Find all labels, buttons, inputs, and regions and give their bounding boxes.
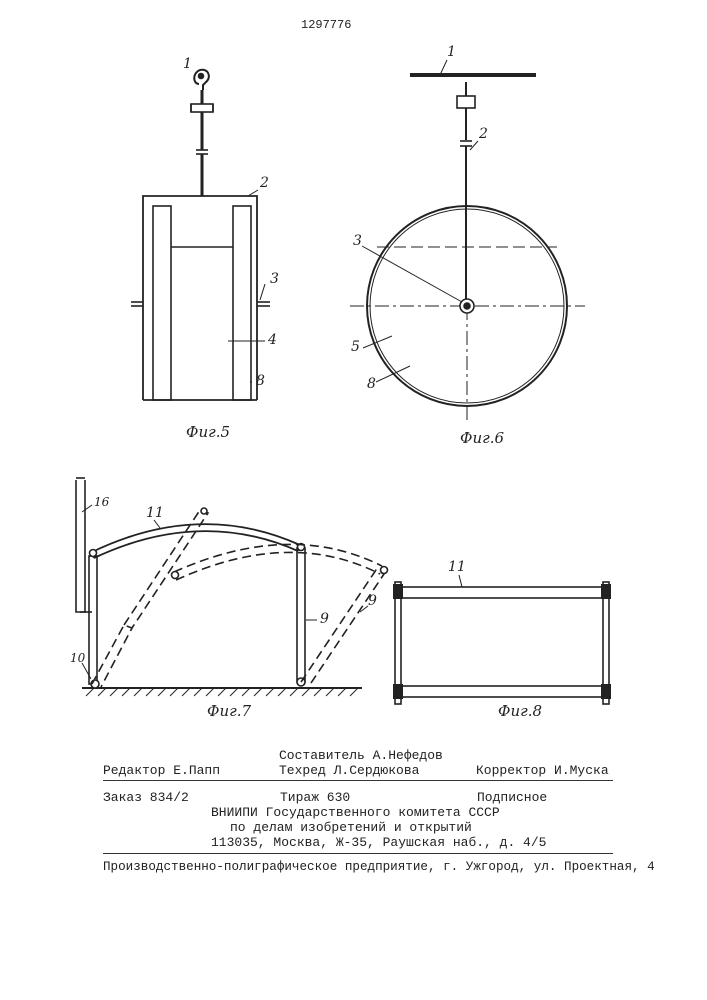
fig6-caption: Фиг.6 [460, 431, 504, 446]
imprint-top-rule [103, 780, 613, 781]
imprint-bottom-rule [103, 853, 613, 854]
imprint-compiler: Составитель А.Нефедов [279, 748, 443, 763]
fig6-label-3: 3 [353, 234, 362, 249]
imprint-editor: Редактор Е.Папп [103, 763, 220, 778]
fig6-label-1: 1 [447, 45, 456, 60]
fig7-label-10: 10 [70, 651, 85, 666]
fig5-label-2: 2 [260, 176, 269, 191]
fig7-caption: Фиг.7 [207, 704, 251, 719]
imprint-address: 113035, Москва, Ж-35, Раушская наб., д. … [211, 835, 546, 850]
fig7-label-9a: 9 [320, 612, 329, 627]
imprint-subscription: Подписное [477, 790, 547, 805]
fig6-label-5: 5 [351, 340, 360, 355]
fig5-caption: Фиг.5 [186, 425, 230, 440]
fig5-drawing [131, 70, 270, 400]
fig7-label-9b: 9 [368, 594, 377, 609]
technical-drawings [0, 0, 707, 760]
fig7-label-11: 11 [146, 506, 164, 521]
fig7-label-16: 16 [94, 495, 109, 510]
fig5-label-3: 3 [270, 272, 279, 287]
fig6-label-8: 8 [367, 377, 376, 392]
fig5-label-1: 1 [183, 57, 192, 72]
imprint-circulation: Тираж 630 [280, 790, 350, 805]
fig8-top-bar [399, 587, 606, 598]
fig7-drawing [76, 478, 388, 696]
fig5-label-4: 4 [268, 333, 277, 348]
swivel-block [191, 104, 213, 112]
fig7-handle [76, 480, 85, 612]
imprint-order: Заказ 834/2 [103, 790, 189, 805]
fig5-label-8: 8 [256, 374, 265, 389]
imprint-proofreader: Корректор И.Муска [476, 763, 609, 778]
fig8-caption: Фиг.8 [498, 704, 542, 719]
fig8-drawing [393, 575, 611, 704]
fig5-frame [143, 196, 257, 400]
imprint-printer: Производственно-полиграфическое предприя… [103, 860, 655, 875]
imprint-tech-editor: Техред Л.Сердюкова [279, 763, 419, 778]
fig6-drawing [350, 60, 585, 420]
fig6-label-2: 2 [479, 127, 488, 142]
fig6-block [457, 96, 475, 108]
imprint-org-line2: по делам изобретений и открытий [230, 820, 472, 835]
imprint-org-line1: ВНИИПИ Государственного комитета СССР [211, 805, 500, 820]
fig8-bottom-bar [399, 686, 606, 697]
fig8-label-11: 11 [448, 560, 466, 575]
